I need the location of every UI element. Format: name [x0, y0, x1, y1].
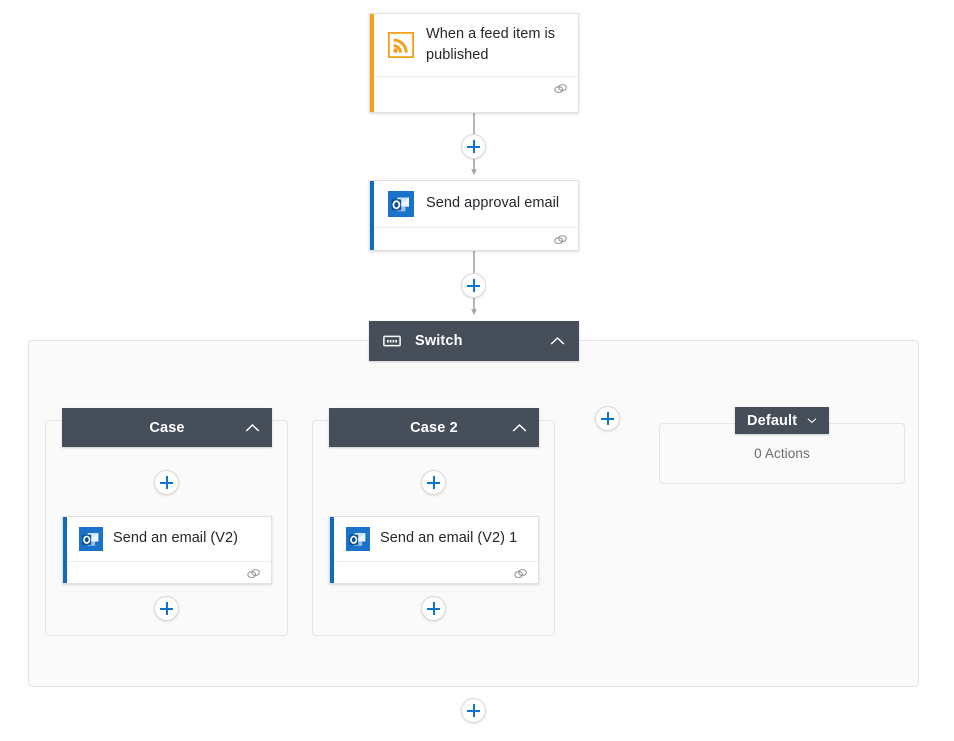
case-2-card-footer	[330, 561, 538, 585]
chevron-up-icon[interactable]	[512, 423, 527, 433]
chevron-down-icon[interactable]	[807, 416, 817, 425]
case-2-card-title: Send an email (V2) 1	[380, 530, 518, 547]
outlook-icon	[346, 527, 370, 551]
case-1-card-header: Send an email (V2)	[63, 517, 271, 561]
case-2-label: Case 2	[410, 419, 458, 436]
add-step-case-1-top[interactable]	[154, 470, 179, 495]
peek-code-icon[interactable]	[554, 233, 568, 247]
case-1-card-footer	[63, 561, 271, 585]
action-accent-bar	[370, 181, 374, 250]
outlook-icon	[388, 191, 414, 217]
trigger-card-title: When a feed item is published	[426, 26, 556, 64]
trigger-accent-bar	[370, 14, 374, 112]
trigger-card-header: When a feed item is published	[370, 14, 578, 76]
case-1-header[interactable]: Case	[62, 408, 272, 447]
chevron-up-icon[interactable]	[245, 423, 260, 433]
peek-code-icon[interactable]	[247, 567, 261, 581]
approval-card-header: Send approval email	[370, 181, 578, 227]
add-step-case-1-bottom[interactable]	[154, 596, 179, 621]
action-card-send-an-email-v2[interactable]: Send an email (V2)	[62, 516, 272, 584]
action-accent-bar	[63, 517, 67, 583]
default-case-empty-label: 0 Actions	[754, 446, 810, 461]
peek-code-icon[interactable]	[554, 82, 568, 96]
switch-icon	[383, 335, 401, 347]
chevron-up-icon[interactable]	[550, 336, 565, 346]
action-accent-bar	[330, 517, 334, 583]
default-case-header[interactable]: Default	[735, 407, 829, 434]
trigger-card-feed-item-published[interactable]: When a feed item is published	[369, 13, 579, 113]
case-1-card-title: Send an email (V2)	[113, 530, 239, 547]
add-step-after-trigger[interactable]	[461, 134, 486, 159]
approval-card-title: Send approval email	[426, 195, 560, 212]
case-1-label: Case	[149, 419, 185, 436]
outlook-icon	[79, 527, 103, 551]
action-card-send-approval-email[interactable]: Send approval email	[369, 180, 579, 251]
default-case-label: Default	[747, 412, 798, 429]
switch-header-label: Switch	[415, 333, 463, 349]
approval-card-footer	[370, 227, 578, 251]
case-2-header[interactable]: Case 2	[329, 408, 539, 447]
rss-icon	[388, 32, 414, 59]
add-case-button[interactable]	[595, 406, 620, 431]
add-step-case-2-bottom[interactable]	[421, 596, 446, 621]
add-step-after-approval-email[interactable]	[461, 273, 486, 298]
add-step-case-2-top[interactable]	[421, 470, 446, 495]
add-step-after-switch[interactable]	[461, 698, 486, 723]
case-2-card-header: Send an email (V2) 1	[330, 517, 538, 561]
peek-code-icon[interactable]	[514, 567, 528, 581]
trigger-card-footer	[370, 76, 578, 100]
action-card-send-an-email-v2-1[interactable]: Send an email (V2) 1	[329, 516, 539, 584]
switch-header[interactable]: Switch	[369, 321, 579, 361]
